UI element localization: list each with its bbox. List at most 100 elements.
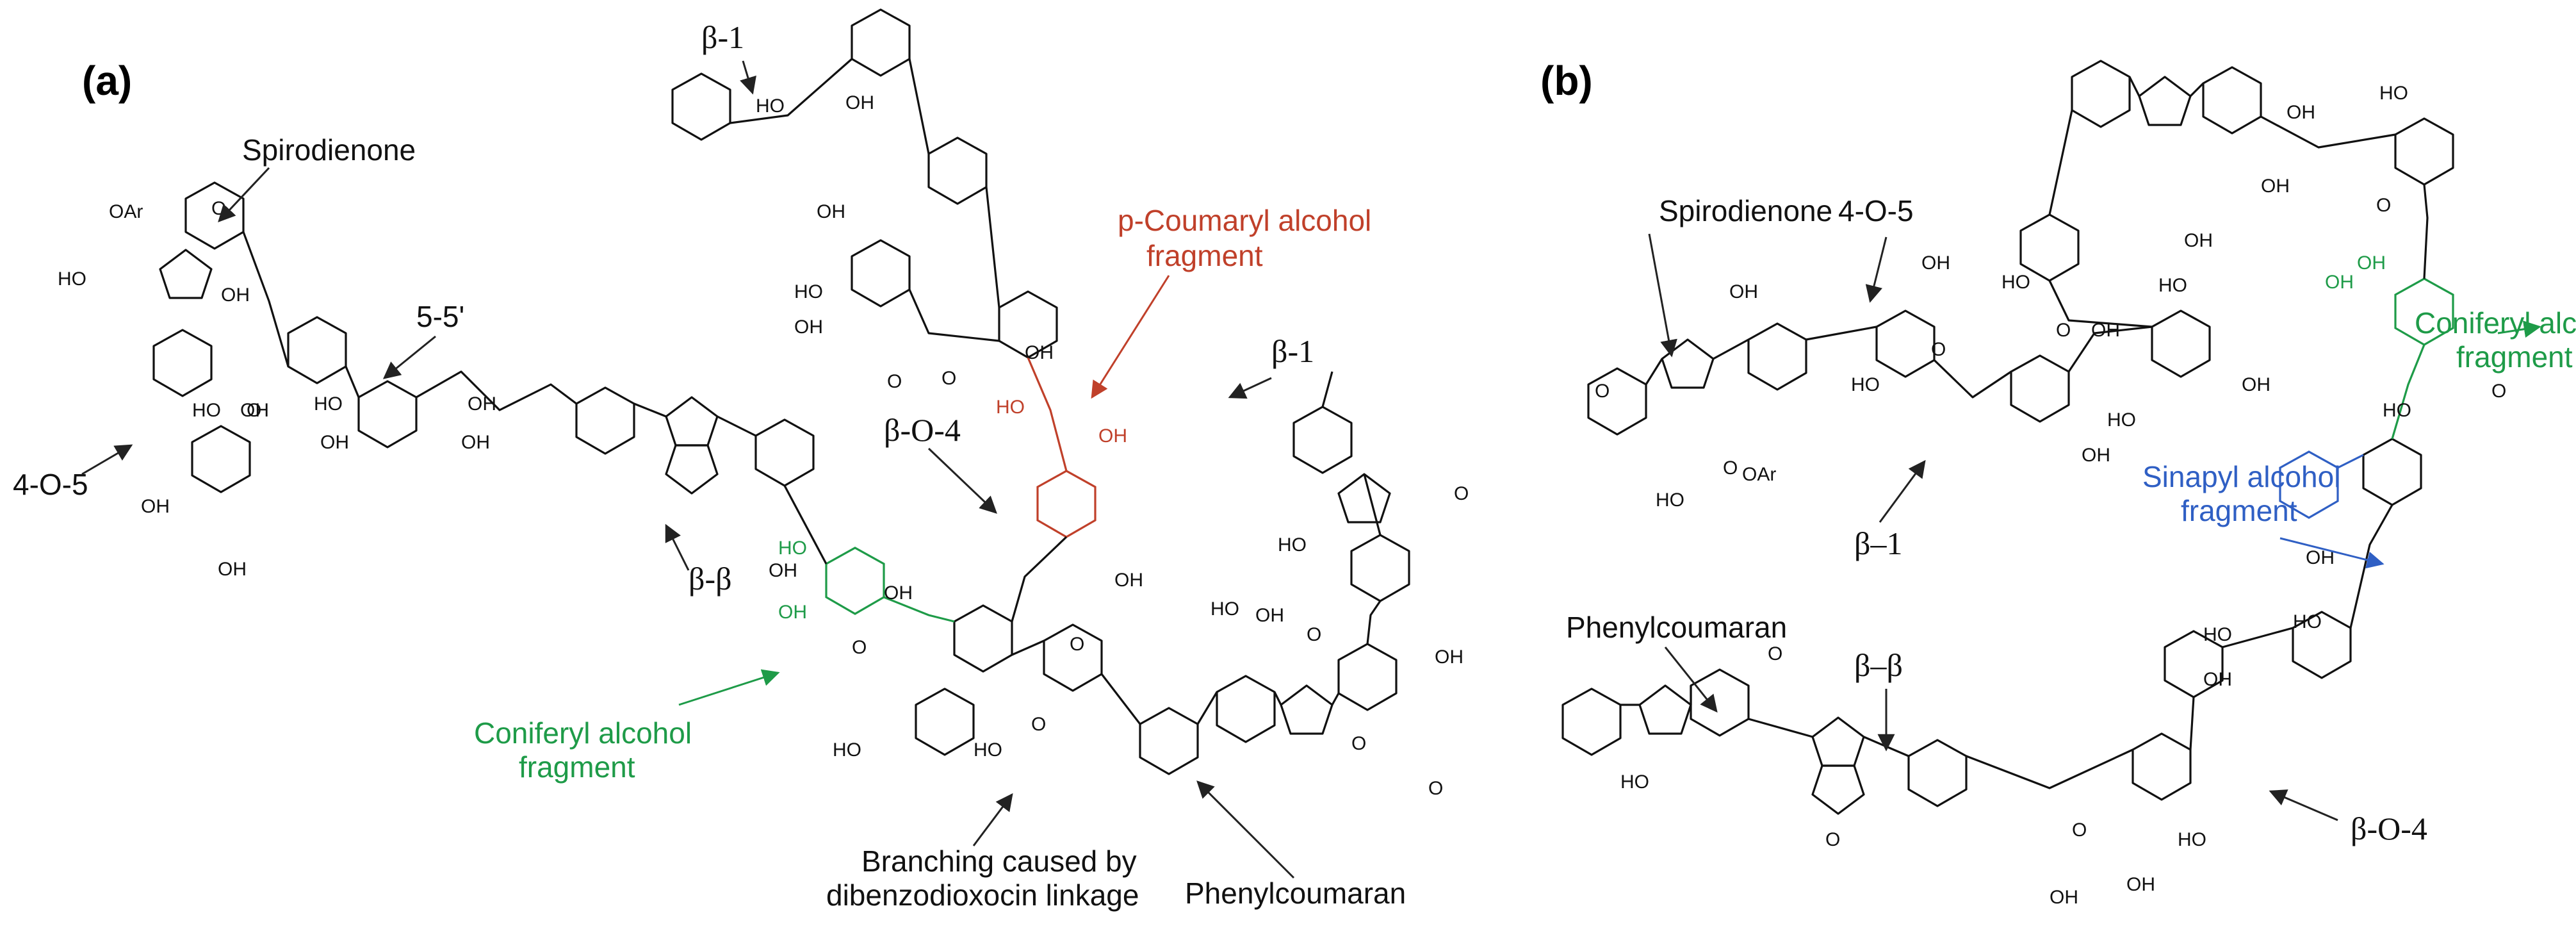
svg-text:OH: OH xyxy=(2126,874,2155,895)
svg-text:OH: OH xyxy=(1025,342,1054,363)
svg-text:O: O xyxy=(852,637,867,658)
svg-text:OH: OH xyxy=(2242,374,2270,395)
svg-text:OH: OH xyxy=(1098,425,1127,447)
svg-text:HO: HO xyxy=(1278,534,1307,556)
label-coniferyl-b-line2: fragment xyxy=(2456,340,2573,374)
svg-text:HO: HO xyxy=(2203,624,2232,645)
label-p-coumaryl-line2: fragment xyxy=(1146,239,1263,272)
svg-text:O: O xyxy=(1595,381,1610,402)
panel-b-atom-labels: O O HO OAr OH OH O HO HO OH HO O OH HO O… xyxy=(1595,83,2506,908)
svg-text:O: O xyxy=(1931,339,1946,360)
svg-text:OH: OH xyxy=(2203,669,2232,690)
svg-text:HO: HO xyxy=(974,739,1002,761)
panel-a: (a) xyxy=(13,8,1469,912)
svg-text:OH: OH xyxy=(845,92,874,113)
svg-text:OH: OH xyxy=(778,602,807,623)
svg-text:HO: HO xyxy=(996,397,1025,418)
svg-text:O: O xyxy=(1825,829,1840,850)
svg-text:O: O xyxy=(1307,624,1321,645)
svg-text:OH: OH xyxy=(468,393,496,415)
svg-text:OH: OH xyxy=(461,432,490,453)
svg-text:HO: HO xyxy=(2178,829,2206,850)
svg-text:OH: OH xyxy=(1921,252,1950,274)
label-phenylcoumaran-a: Phenylcoumaran xyxy=(1185,877,1406,910)
svg-text:OH: OH xyxy=(1255,605,1284,626)
svg-text:HO: HO xyxy=(192,400,221,421)
label-sinapyl-line2: fragment xyxy=(2181,494,2297,527)
label-5-5-a: 5-5' xyxy=(416,300,464,333)
svg-text:O: O xyxy=(1428,778,1443,799)
panel-b: (b) xyxy=(1540,58,2576,908)
svg-text:HO: HO xyxy=(1620,771,1649,793)
svg-text:HO: HO xyxy=(2001,272,2030,293)
svg-text:O: O xyxy=(1454,483,1469,504)
label-phenylcoumaran-b: Phenylcoumaran xyxy=(1566,611,1787,644)
label-coniferyl-a-line2: fragment xyxy=(519,750,635,784)
label-beta-o-4-b: β-O-4 xyxy=(2351,811,2427,846)
label-beta-1-right-a: β-1 xyxy=(1271,333,1314,369)
svg-text:O: O xyxy=(1070,634,1084,655)
svg-text:HO: HO xyxy=(58,268,86,290)
svg-text:OAr: OAr xyxy=(1742,464,1776,485)
svg-text:OH: OH xyxy=(141,496,170,517)
svg-text:OH: OH xyxy=(320,432,349,453)
svg-text:HO: HO xyxy=(1656,490,1684,511)
svg-text:O: O xyxy=(247,400,261,421)
svg-text:HO: HO xyxy=(833,739,861,761)
svg-text:HO: HO xyxy=(2383,400,2411,421)
svg-text:O: O xyxy=(2072,820,2087,841)
panel-b-label: (b) xyxy=(1540,58,1593,104)
svg-text:HO: HO xyxy=(2293,611,2322,632)
svg-text:HO: HO xyxy=(314,393,343,415)
label-coniferyl-a-line1: Coniferyl alcohol xyxy=(474,716,692,750)
svg-text:OH: OH xyxy=(2287,102,2315,123)
svg-text:OH: OH xyxy=(817,201,845,222)
label-spirodienone-a: Spirodienone xyxy=(242,133,416,167)
svg-text:HO: HO xyxy=(1851,374,1880,395)
svg-text:OH: OH xyxy=(2261,176,2290,197)
label-branching-line2: dibenzodioxocin linkage xyxy=(826,878,1139,912)
label-spirodienone-b: Spirodienone xyxy=(1659,194,1832,227)
svg-text:O: O xyxy=(2491,381,2506,402)
svg-text:O: O xyxy=(2376,195,2391,216)
svg-text:O: O xyxy=(1351,733,1366,754)
svg-text:O: O xyxy=(1723,457,1738,479)
svg-text:HO: HO xyxy=(756,95,785,117)
svg-text:O: O xyxy=(1768,643,1782,664)
svg-text:HO: HO xyxy=(2379,83,2408,104)
label-beta-o-4-a: β-O-4 xyxy=(884,412,961,448)
panel-b-molecule xyxy=(1561,60,2454,815)
svg-text:OH: OH xyxy=(1114,570,1143,591)
label-beta-beta-b: β–β xyxy=(1854,647,1903,683)
svg-text:OH: OH xyxy=(884,582,913,604)
svg-text:O: O xyxy=(942,368,956,389)
svg-text:HO: HO xyxy=(2107,409,2136,431)
label-4-o-5-a: 4-O-5 xyxy=(13,468,88,501)
label-coniferyl-b-line1: Coniferyl alcohol xyxy=(2415,306,2576,340)
svg-text:OAr: OAr xyxy=(109,201,143,222)
label-branching-line1: Branching caused by xyxy=(861,844,1137,878)
panel-a-label: (a) xyxy=(82,58,132,104)
svg-text:OH: OH xyxy=(218,559,247,580)
svg-text:HO: HO xyxy=(778,538,807,559)
label-p-coumaryl-line1: p-Coumaryl alcohol xyxy=(1118,204,1371,237)
svg-text:OH: OH xyxy=(2184,230,2213,251)
svg-text:HO: HO xyxy=(794,281,823,302)
svg-text:OH: OH xyxy=(794,317,823,338)
svg-text:OH: OH xyxy=(1729,281,1758,302)
svg-text:O: O xyxy=(1031,714,1046,735)
svg-text:OH: OH xyxy=(2050,887,2078,908)
svg-text:OH: OH xyxy=(2325,272,2354,293)
svg-text:OH: OH xyxy=(2091,320,2120,341)
label-sinapyl-line1: Sinapyl alcohol xyxy=(2142,460,2340,493)
svg-text:O: O xyxy=(2056,320,2071,341)
svg-text:OH: OH xyxy=(769,560,797,581)
label-4-o-5-b: 4-O-5 xyxy=(1838,194,1914,227)
svg-text:HO: HO xyxy=(2158,275,2187,296)
svg-text:HO: HO xyxy=(1211,598,1239,620)
svg-text:OH: OH xyxy=(221,284,250,306)
svg-text:OH: OH xyxy=(1435,647,1463,668)
panel-a-molecule xyxy=(152,8,1410,775)
label-beta-1-top-a: β-1 xyxy=(701,19,744,55)
